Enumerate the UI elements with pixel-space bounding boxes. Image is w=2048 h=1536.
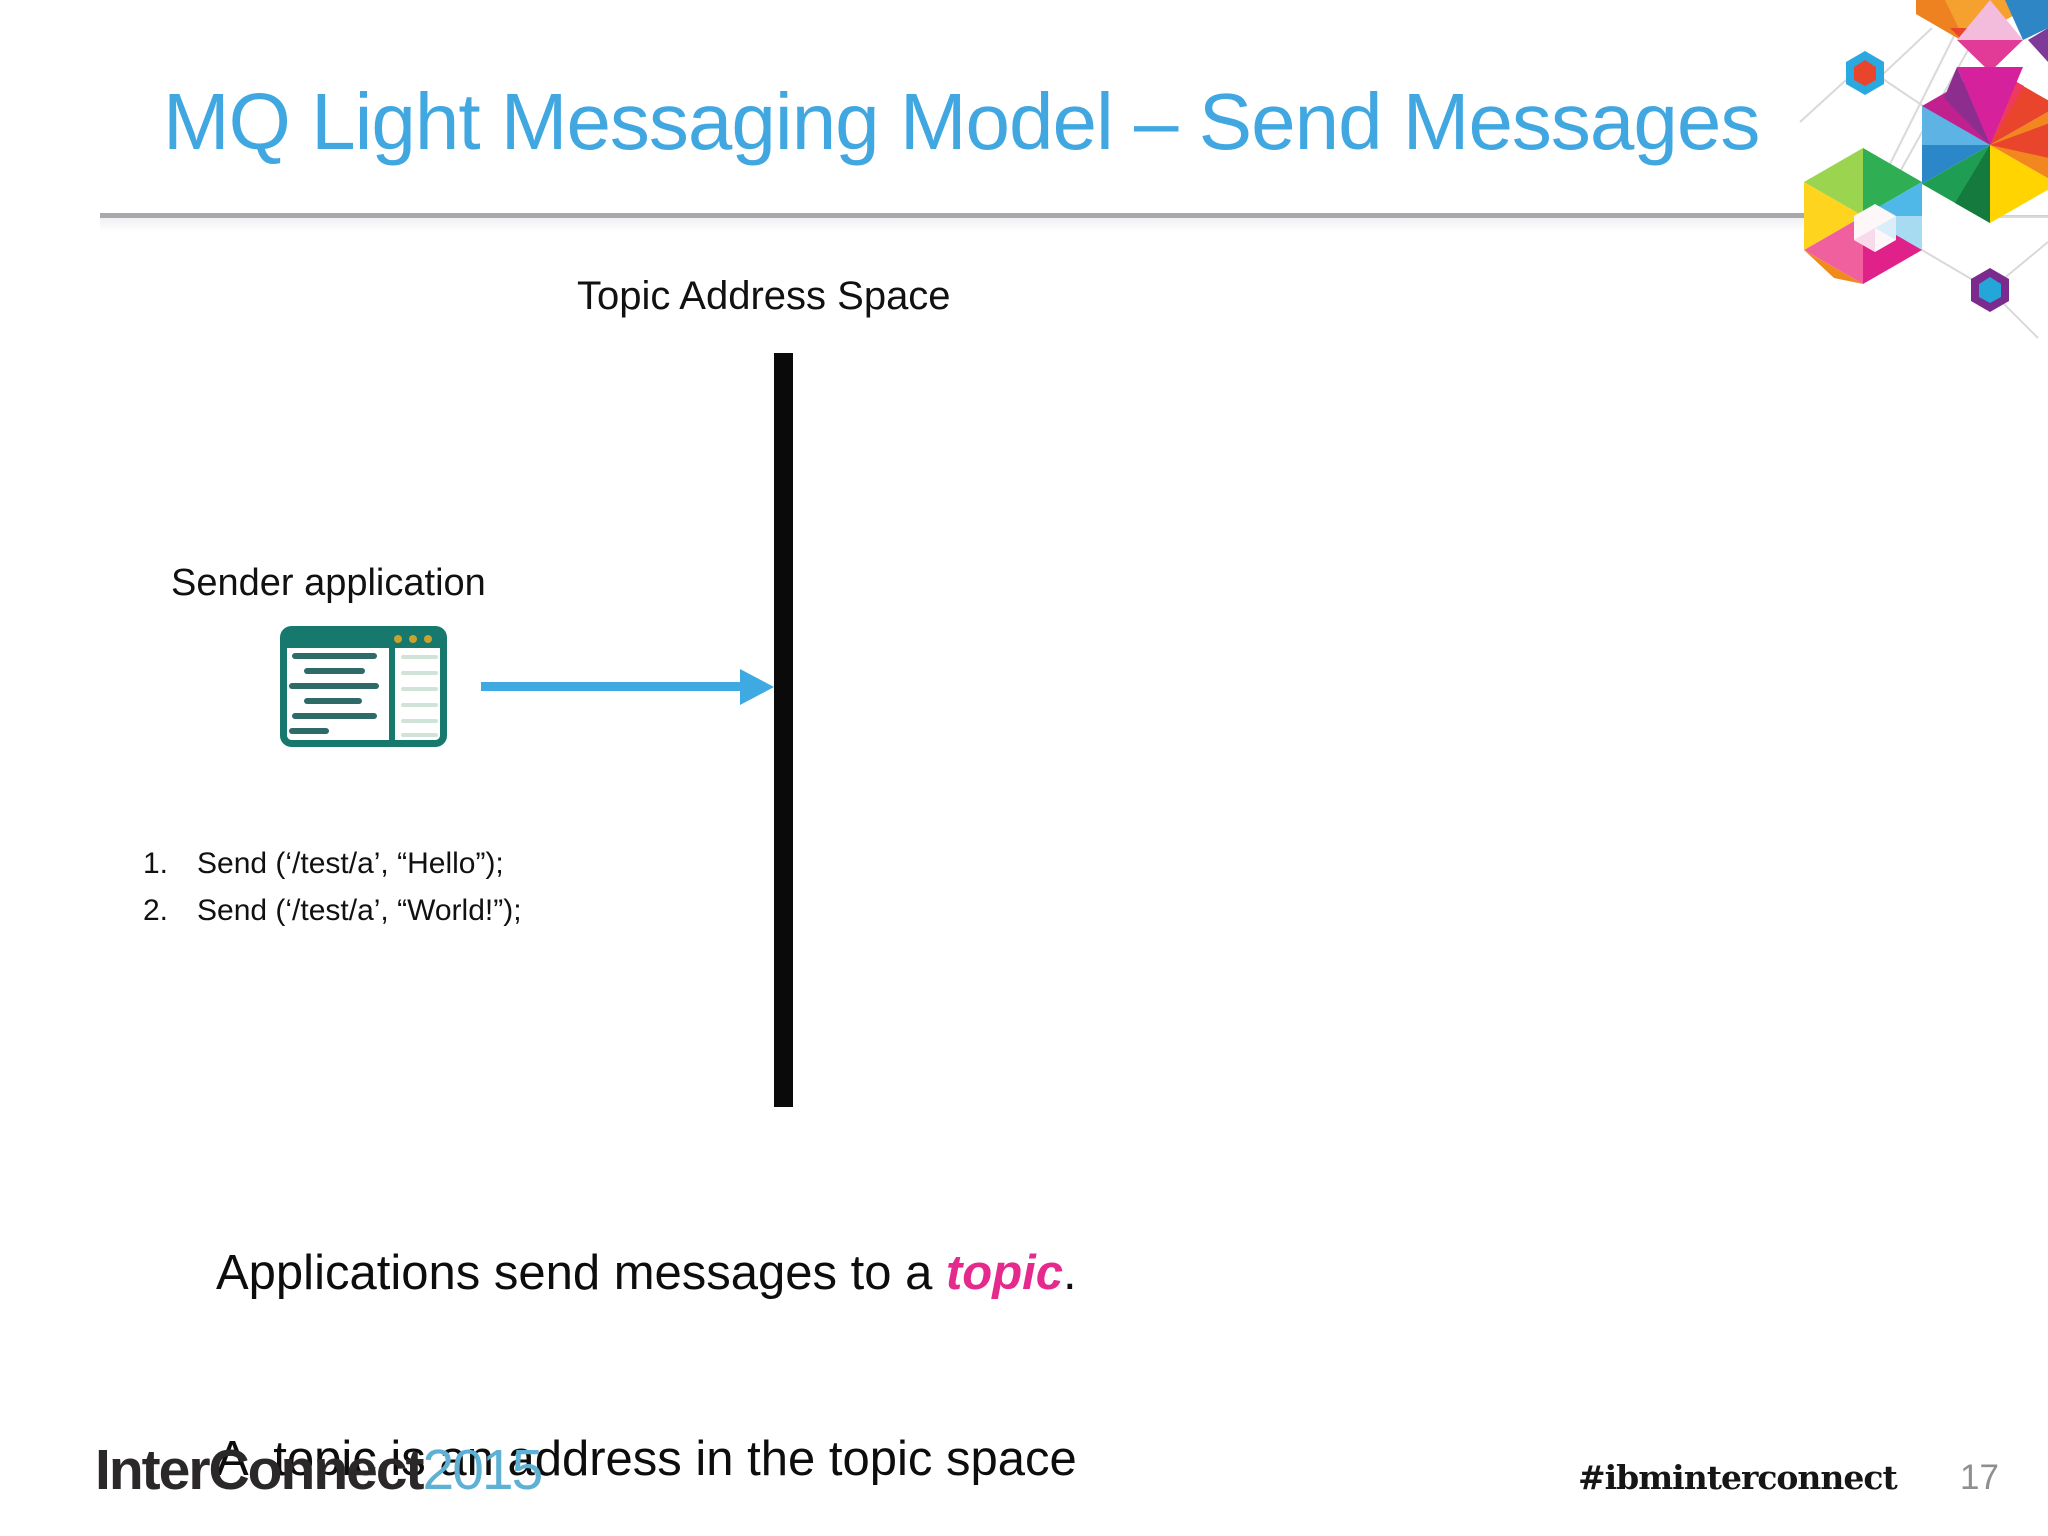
sender-app-label: Sender application	[171, 562, 486, 604]
small-hexagon-red-icon	[1846, 51, 1884, 95]
top-corner-facets	[1916, 0, 2048, 72]
interconnect-logo-year: 2015	[422, 1438, 544, 1502]
send-arrow-line	[481, 682, 743, 691]
hashtag-label: #ibminterconnect	[1578, 1458, 1898, 1497]
title-divider	[100, 213, 1810, 218]
central-hexagon-icon	[1922, 67, 2048, 223]
step-code: Send (‘/test/a’, “World!”);	[197, 894, 522, 927]
app-text-lines	[289, 653, 379, 734]
app-titlebar	[283, 629, 444, 648]
topic-space-label: Topic Address Space	[577, 274, 951, 318]
interconnect-hexagon-artwork-icon	[1799, 0, 2048, 339]
body-line-1: Applications send messages to a topic.	[216, 1242, 1114, 1304]
interconnect-logo: InterConnect2015	[95, 1442, 543, 1499]
send-steps-list: 1. Send (‘/test/a’, “Hello”); 2. Send (‘…	[143, 840, 522, 934]
body-line1-prefix: Applications send messages to a	[216, 1246, 946, 1300]
topic-highlight: topic	[945, 1246, 1064, 1300]
step-row: 1. Send (‘/test/a’, “Hello”);	[143, 840, 522, 887]
body-line1-suffix: .	[1063, 1246, 1077, 1300]
small-hexagon-cyan-icon	[1971, 268, 2009, 312]
title-divider-glow	[100, 218, 1810, 232]
medium-hexagon-icon	[1804, 148, 1922, 284]
body-text: Applications send messages to a topic. A…	[216, 1118, 1114, 1536]
body-line-2: A topic is an address in the topic space	[216, 1432, 1077, 1486]
step-number: 2.	[143, 894, 169, 927]
app-window-icon	[280, 626, 447, 747]
topic-space-bar	[774, 353, 793, 1107]
interconnect-logo-brand: InterConnect	[95, 1438, 425, 1502]
app-titlebar-dots	[394, 635, 432, 643]
page-number: 17	[1960, 1458, 1999, 1497]
step-code: Send (‘/test/a’, “Hello”);	[197, 847, 504, 880]
step-row: 2. Send (‘/test/a’, “World!”);	[143, 887, 522, 934]
step-number: 1.	[143, 847, 169, 880]
send-arrow-head-icon	[740, 669, 774, 705]
page-title: MQ Light Messaging Model – Send Messages	[163, 77, 1760, 166]
app-sidebar-lines	[401, 655, 438, 737]
